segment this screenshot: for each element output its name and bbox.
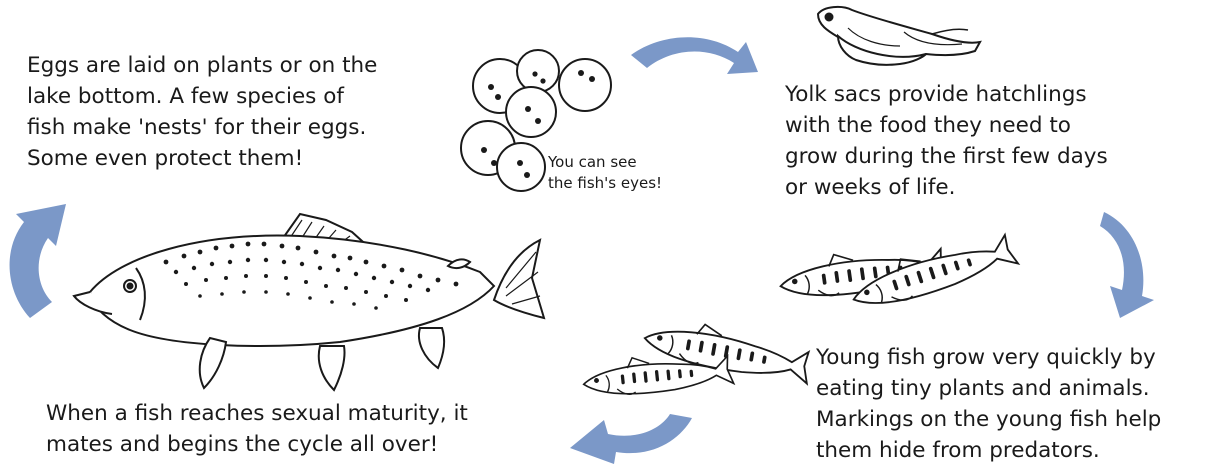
cycle-arrow-right-icon	[1100, 212, 1154, 318]
cycle-arrow-top-icon	[631, 37, 758, 74]
hatchling-illustration	[818, 7, 980, 65]
cycle-arrow-bottom-icon	[570, 414, 692, 464]
yolk-caption: Yolk sacs provide hatchlings with the fo…	[785, 79, 1195, 203]
adult-fish-illustration	[74, 214, 544, 390]
eggs-note: You can see the fish's eyes!	[548, 152, 718, 194]
cycle-arrow-left-icon	[10, 204, 66, 318]
eggs-caption: Eggs are laid on plants or on the lake b…	[27, 50, 447, 174]
young-fish-caption: Young fish grow very quickly by eating t…	[816, 342, 1201, 466]
adult-caption: When a fish reaches sexual maturity, it …	[46, 398, 546, 460]
